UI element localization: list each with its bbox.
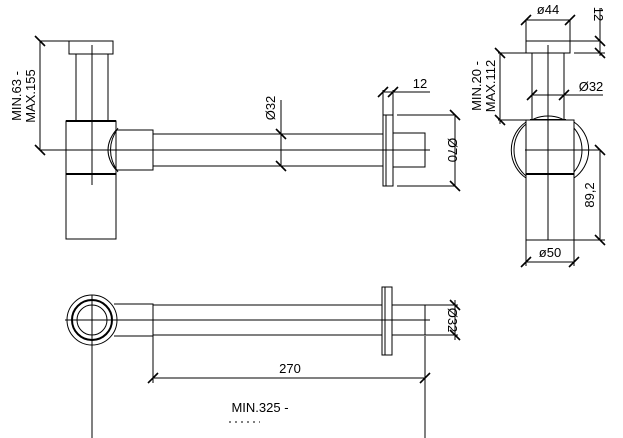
side-height-dim-line2: MAX.155 <box>23 69 38 122</box>
top-pipe-length: 270 <box>279 361 301 376</box>
end-height-dim-line1: MIN.20 - <box>469 61 484 111</box>
end-cap-height: 12 <box>591 7 606 21</box>
top-view: Ø32 270 MIN.325 - <box>65 286 461 438</box>
end-pipe-diameter: Ø32 <box>579 79 604 94</box>
top-total-length: MIN.325 - <box>231 400 288 415</box>
end-height-dim-line2: MAX.112 <box>483 60 498 113</box>
end-body-diameter: ø50 <box>539 245 561 260</box>
top-pipe-diameter: Ø32 <box>445 308 460 333</box>
side-flange-diameter: Ø70 <box>445 138 460 163</box>
cap-outline <box>68 40 114 55</box>
end-view: ø44 12 MIN.20 - MAX.112 Ø32 89,2 ø50 <box>469 2 606 268</box>
body-outline <box>65 120 117 240</box>
side-pipe-diameter: Ø32 <box>263 96 278 121</box>
side-view: MIN.63 - MAX.155 Ø32 12 Ø70 <box>9 35 461 240</box>
side-flange-thickness: 12 <box>413 76 427 91</box>
end-body-height: 89,2 <box>582 182 597 207</box>
side-height-dim-line1: MIN.63 - <box>9 71 24 121</box>
end-cap-diameter: ø44 <box>537 2 559 17</box>
